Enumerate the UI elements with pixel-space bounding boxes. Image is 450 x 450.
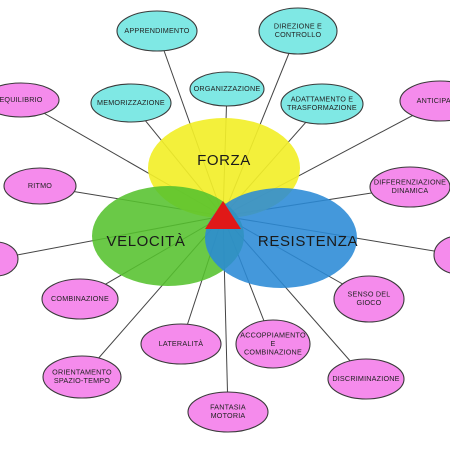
node-bubble xyxy=(280,83,364,125)
node-anticipazione: ANTICIPAZIO xyxy=(399,80,450,122)
forza-label: FORZA xyxy=(197,152,251,169)
node-bubble xyxy=(42,355,122,399)
node-discriminazione: DISCRIMINAZIONE xyxy=(327,358,405,400)
node-bubble xyxy=(327,358,405,400)
node-label: GIOCO xyxy=(357,298,382,307)
core-circles xyxy=(92,118,357,288)
node-bubble xyxy=(0,241,19,277)
node-bubble xyxy=(258,7,338,55)
node-right-edge: C xyxy=(433,236,450,274)
node-lateralita: LATERALITÀ xyxy=(140,323,222,365)
node-label: DIFFERENZIAZIONE xyxy=(374,178,446,187)
node-label: LATERALITÀ xyxy=(159,339,204,348)
node-label: SPAZIO-TEMPO xyxy=(54,376,110,385)
node-bubble xyxy=(140,323,222,365)
resistenza-circle xyxy=(205,188,357,288)
node-apprendimento: APPRENDIMENTO xyxy=(116,10,198,52)
velocita-circle xyxy=(92,186,244,286)
node-label: ADATTAMENTO E xyxy=(291,95,354,104)
center-triangle xyxy=(205,201,241,229)
core-labels: FORZA VELOCITÀ RESISTENZA xyxy=(107,152,358,250)
node-equilibrio: EQUILIBRIO xyxy=(0,82,60,118)
node-label: CONTROLLO xyxy=(275,30,322,39)
node-bubble xyxy=(90,83,172,123)
node-label: COMBINAZIONE xyxy=(244,348,302,357)
node-bubble xyxy=(433,236,450,274)
node-bubble xyxy=(369,166,450,208)
node-label: RITMO xyxy=(28,181,52,190)
node-bubble xyxy=(3,167,77,205)
node-left-edge xyxy=(0,241,19,277)
node-label: DIREZIONE E xyxy=(274,22,322,31)
node-bubble xyxy=(187,391,269,433)
node-label: MOTORIA xyxy=(211,411,246,420)
node-combinazione: COMBINAZIONE xyxy=(41,278,119,320)
node-label: DINAMICA xyxy=(392,186,429,195)
node-bubble xyxy=(0,82,60,118)
node-label: COMBINAZIONE xyxy=(51,294,109,303)
node-bubble xyxy=(235,319,311,369)
node-bubble xyxy=(41,278,119,320)
node-label: EQUILIBRIO xyxy=(0,95,43,104)
resistenza-label: RESISTENZA xyxy=(258,233,358,250)
node-bubble xyxy=(116,10,198,52)
node-label: APPRENDIMENTO xyxy=(124,26,189,35)
node-bubble xyxy=(333,275,405,323)
node-label: ORGANIZZAZIONE xyxy=(194,84,261,93)
node-label: DISCRIMINAZIONE xyxy=(332,374,399,383)
node-label: E xyxy=(271,339,276,348)
node-organizzazione: ORGANIZZAZIONE xyxy=(189,71,265,107)
node-label: TRASFORMAZIONE xyxy=(287,103,357,112)
node-label: ORIENTAMENTO xyxy=(52,368,112,377)
node-label: ACCOPPIAMENTO xyxy=(240,330,306,339)
node-bubble xyxy=(399,80,450,122)
node-ritmo: RITMO xyxy=(3,167,77,205)
node-label: MEMORIZZAZIONE xyxy=(97,98,165,107)
node-label: ANTICIPAZIO xyxy=(417,96,450,105)
node-bubble xyxy=(189,71,265,107)
node-memorizzazione: MEMORIZZAZIONE xyxy=(90,83,172,123)
node-label: FANTASIA xyxy=(210,403,246,412)
velocita-label: VELOCITÀ xyxy=(107,233,186,250)
node-label: SENSO DEL xyxy=(348,290,391,299)
